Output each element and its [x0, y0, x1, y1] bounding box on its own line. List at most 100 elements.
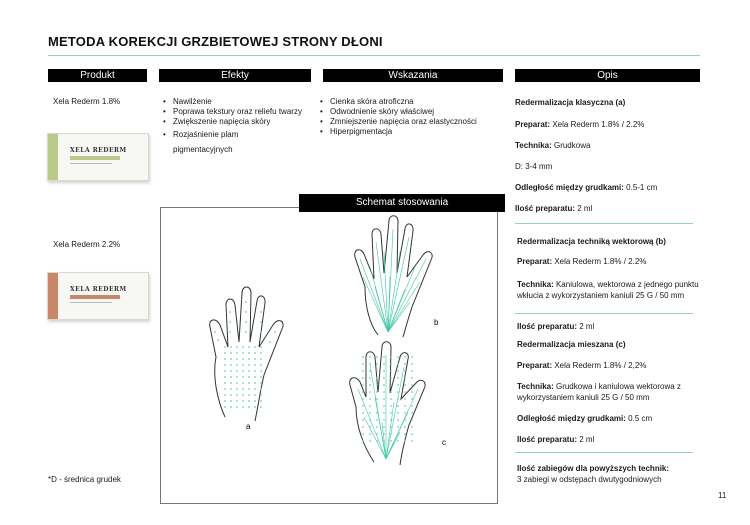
injection-dot	[411, 412, 413, 414]
injection-dot	[404, 370, 406, 372]
injection-dot	[230, 382, 232, 384]
injection-dot	[411, 433, 413, 435]
injection-dot	[411, 391, 413, 393]
injection-dot	[390, 419, 392, 421]
injection-dot	[411, 440, 413, 442]
injection-dot	[362, 370, 364, 372]
product-box-band	[70, 156, 120, 160]
injection-dot	[224, 394, 226, 396]
injection-dot	[260, 331, 262, 333]
injection-dot	[362, 363, 364, 365]
injection-dot	[383, 363, 385, 365]
injection-dot	[390, 356, 392, 358]
injection-dot	[269, 341, 271, 343]
injection-dot	[242, 370, 244, 372]
vector-line	[374, 286, 389, 333]
injection-dot	[230, 394, 232, 396]
injection-dot	[248, 388, 250, 390]
injection-dot	[260, 370, 262, 372]
injection-dot	[242, 358, 244, 360]
injection-dot	[362, 440, 364, 442]
injection-dot	[369, 363, 371, 365]
injection-dot	[383, 433, 385, 435]
injection-dot	[254, 388, 256, 390]
injection-dot	[260, 400, 262, 402]
product-box-name: XELA REDERM	[70, 147, 127, 154]
injection-dot	[404, 384, 406, 386]
injection-dot	[376, 377, 378, 379]
injection-dot	[214, 331, 216, 333]
opis-zabiegi-label: Ilość zabiegów dla powyższych technik:	[517, 464, 670, 473]
injection-dot	[376, 419, 378, 421]
injection-dot	[397, 419, 399, 421]
header-efekty: Efekty	[159, 69, 311, 82]
opis-c-technika: Technika: Grudkowa i kaniulowa wektorowa…	[517, 382, 681, 402]
vector-line	[387, 301, 411, 333]
injection-dot	[397, 433, 399, 435]
injection-dot	[242, 364, 244, 366]
injection-dot	[248, 346, 250, 348]
injection-dot	[376, 370, 378, 372]
injection-dot	[390, 440, 392, 442]
product-box-stripe	[48, 134, 58, 180]
injection-dot	[411, 398, 413, 400]
injection-dot	[248, 364, 250, 366]
injection-dot	[362, 384, 364, 386]
injection-dot	[260, 358, 262, 360]
opis-b-technika: Technika: Kaniulowa, wektorowa z jednego…	[517, 280, 699, 300]
opis-b-title: Redermalizacja techniką wektorową (b)	[517, 237, 666, 246]
injection-dot	[397, 377, 399, 379]
opis-a-ilosc: Ilość preparatu: 2 ml	[515, 204, 593, 213]
opis-divider	[515, 313, 693, 314]
header-produkt: Produkt	[48, 69, 147, 82]
injection-dot	[390, 433, 392, 435]
injection-dot	[390, 363, 392, 365]
hand-a-dots	[214, 301, 276, 408]
injection-dot	[230, 388, 232, 390]
vector-line	[362, 276, 389, 333]
injection-dot	[242, 346, 244, 348]
injection-dot	[362, 377, 364, 379]
injection-dot	[245, 321, 247, 323]
injection-dot	[404, 363, 406, 365]
injection-dot	[229, 321, 231, 323]
injection-dot	[369, 405, 371, 407]
efekty-list: Nawilżenie Poprawa tekstury oraz reliefu…	[163, 97, 313, 157]
injection-dot	[404, 377, 406, 379]
injection-dot	[411, 419, 413, 421]
product-box-2-image: XELA REDERM	[47, 272, 149, 320]
injection-dot	[236, 388, 238, 390]
product-box-name: XELA REDERM	[70, 286, 127, 293]
injection-dot	[369, 377, 371, 379]
injection-dot	[411, 356, 413, 358]
injection-dot	[397, 440, 399, 442]
injection-dot	[260, 376, 262, 378]
opis-divider	[515, 452, 693, 453]
injection-dot	[411, 384, 413, 386]
footnote: *D - średnica grudek	[48, 475, 121, 484]
opis-column: Redermalizacja klasyczna (a) Preparat: X…	[515, 0, 715, 525]
injection-dot	[390, 384, 392, 386]
opis-a-title: Redermalizacja klasyczna (a)	[515, 98, 626, 107]
injection-dot	[369, 384, 371, 386]
injection-dot	[248, 370, 250, 372]
injection-dot	[242, 382, 244, 384]
injection-dot	[230, 346, 232, 348]
injection-dot	[217, 339, 219, 341]
injection-dot	[230, 358, 232, 360]
injection-dot	[404, 398, 406, 400]
injection-dot	[254, 364, 256, 366]
injection-dot	[224, 406, 226, 408]
injection-dot	[362, 405, 364, 407]
injection-dot	[230, 364, 232, 366]
injection-dot	[224, 346, 226, 348]
injection-dot	[404, 391, 406, 393]
injection-dot	[383, 405, 385, 407]
injection-dot	[362, 426, 364, 428]
product-box-band	[70, 295, 120, 299]
injection-dot	[236, 382, 238, 384]
product-label-1: Xela Rederm 1.8%	[53, 97, 121, 106]
injection-dot	[404, 356, 406, 358]
injection-dot	[404, 419, 406, 421]
injection-dot	[248, 406, 250, 408]
